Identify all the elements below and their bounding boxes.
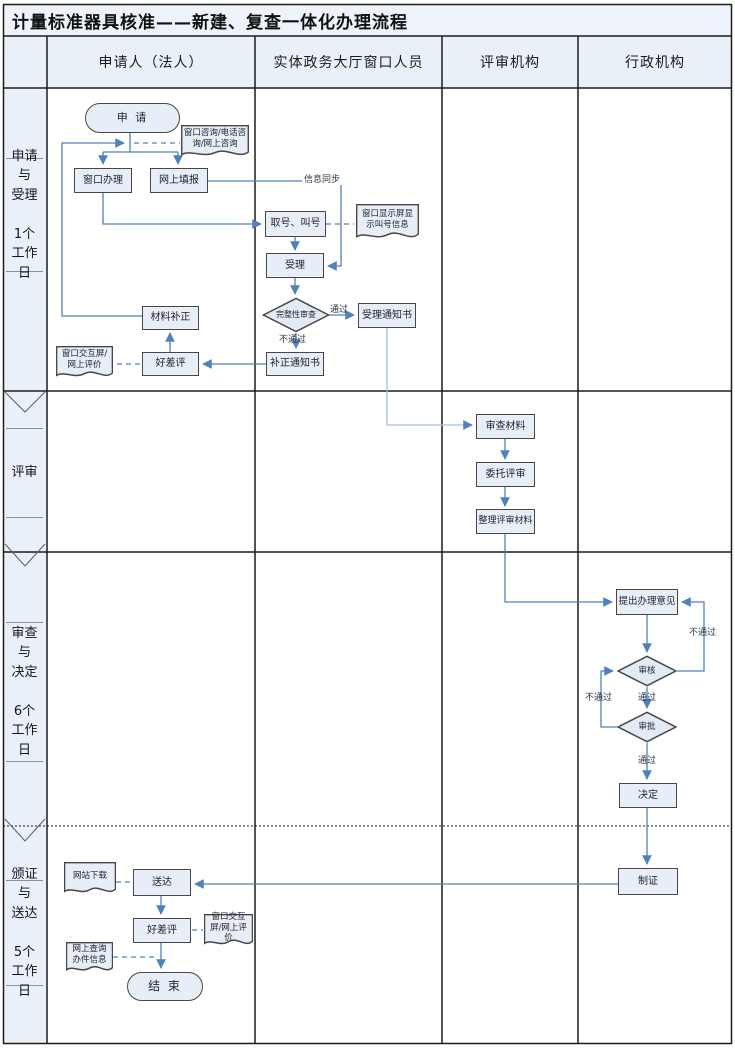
column-header-review-agency: 评审机构: [480, 55, 540, 71]
column-header-applicant: 申请人（法人）: [98, 55, 204, 71]
document-consult-channels: 窗口咨询/电话咨询/网上咨询: [181, 125, 249, 161]
node-correction-notice: 补正通知书: [266, 352, 324, 376]
edge-label-pass-verify: 通过: [638, 693, 657, 703]
document-interactive-screen-eval-1: 窗口交互屏/网上评价: [56, 346, 113, 382]
node-material-correction: 材料补正: [142, 306, 199, 330]
node-entrust-review: 委托评审: [476, 462, 535, 487]
lane-label-review: 评审: [6, 428, 43, 518]
edge-label-fail-completeness: 不通过: [279, 335, 307, 345]
node-end: 结 束: [127, 972, 203, 1001]
node-take-number: 取号、叫号: [265, 211, 326, 237]
edge-label-info-sync: 信息同步: [302, 175, 343, 185]
node-deliver: 送达: [133, 869, 191, 896]
document-online-query-info: 网上查询 办件信息: [66, 942, 113, 976]
document-interactive-screen-eval-2: 窗口交互屏/网上评价: [204, 912, 253, 950]
decision-verify: 审核: [617, 655, 677, 687]
document-label: 网上查询 办件信息: [72, 944, 107, 965]
node-accept-notice: 受理通知书: [358, 303, 416, 328]
node-organize-materials: 整理评审材料: [476, 509, 535, 534]
edge-label-fail-approve: 不通过: [585, 693, 613, 703]
document-label: 窗口显示屏显示叫号信息: [361, 209, 413, 230]
node-propose-opinion: 提出办理意见: [616, 589, 678, 615]
decision-label: 完整性审查: [276, 310, 316, 319]
column-header-admin-agency: 行政机构: [625, 55, 685, 71]
decision-label: 审核: [638, 665, 656, 676]
document-label: 窗口交互屏/网上评价: [61, 349, 108, 370]
edge-label-pass-approve: 通过: [638, 756, 657, 766]
edge-label-fail-verify: 不通过: [689, 628, 717, 638]
header-row-background: [3, 36, 732, 88]
node-online-fill: 网上填报: [150, 168, 208, 193]
node-rating-final: 好差评: [133, 918, 191, 943]
decision-completeness-check: 完整性审查: [262, 297, 330, 333]
node-window-handle: 窗口办理: [74, 168, 132, 193]
document-label: 网站下载: [72, 870, 107, 881]
document-label: 窗口交互屏/网上评价: [210, 912, 247, 944]
grid-lines: [2, 3, 733, 1045]
node-accept: 受理: [266, 253, 324, 278]
decision-approve: 审批: [617, 711, 677, 743]
lane-label-examine-decide: 审查 与 决定 6个 工作日: [6, 622, 43, 762]
page-title: 计量标准器具核准——新建、复查一体化办理流程: [3, 4, 732, 36]
node-review-materials: 审查材料: [476, 414, 535, 439]
node-rating-window: 好差评: [142, 352, 199, 376]
node-decide: 决定: [619, 783, 677, 808]
document-label: 窗口咨询/电话咨询/网上咨询: [183, 128, 247, 149]
flow-arrows: [61, 133, 705, 969]
document-display-call-info: 窗口显示屏显示叫号信息: [356, 204, 419, 244]
column-header-window-staff: 实体政务大厅窗口人员: [273, 55, 424, 71]
edge-label-pass-completeness: 通过: [330, 305, 349, 315]
node-make-cert: 制证: [618, 868, 678, 895]
decision-label: 审批: [638, 721, 656, 732]
lane-chevrons: [4, 391, 46, 842]
document-website-download: 网站下载: [64, 862, 116, 898]
node-apply-start: 申 请: [85, 103, 180, 133]
